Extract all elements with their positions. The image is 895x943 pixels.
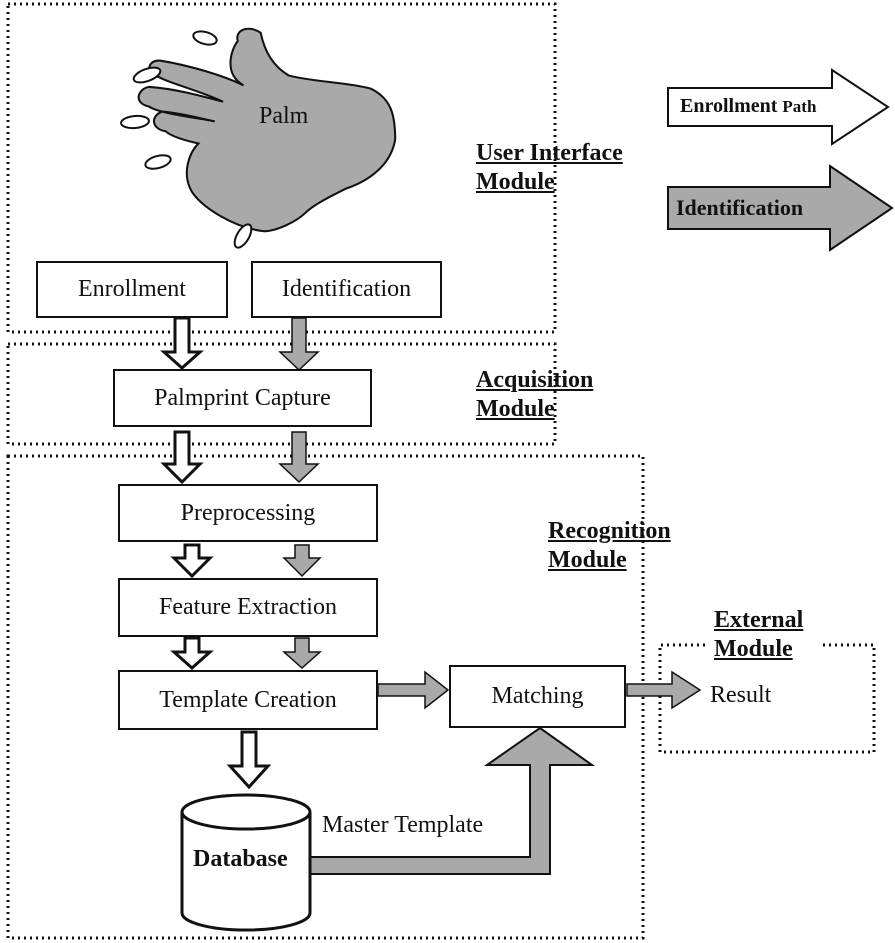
master-template-arrow <box>304 726 596 875</box>
acquisition-module-border <box>6 342 557 446</box>
legend-enrollment-label: Enrollment Path <box>680 95 816 118</box>
legend-identification-arrow <box>667 164 894 252</box>
identification-path-arrows <box>278 317 322 670</box>
legend-enrollment-arrow <box>667 68 890 146</box>
master-template-label: Master Template <box>322 812 484 838</box>
legend-identification-label: Identification <box>676 195 804 220</box>
external-module-border <box>658 643 876 754</box>
feature-extraction-box: Feature Extraction <box>118 578 378 637</box>
enrollment-path-arrows <box>160 316 272 790</box>
legend-enrollment-text: Enrollment <box>680 95 778 117</box>
database-icon <box>180 793 312 932</box>
template-creation-box: Template Creation <box>118 670 378 730</box>
user-interface-module-label: User Interface Module <box>476 140 623 195</box>
template-to-matching-arrow <box>377 670 450 710</box>
matching-to-result-arrow <box>626 670 702 710</box>
database-label: Database <box>193 846 288 872</box>
recognition-module-label: Recognition Module <box>548 518 671 573</box>
preprocessing-box: Preprocessing <box>118 484 378 542</box>
enrollment-box: Enrollment <box>36 261 228 318</box>
matching-box: Matching <box>449 665 626 728</box>
external-module-label: External Module <box>714 607 804 662</box>
identification-box: Identification <box>251 261 442 318</box>
palm-label: Palm <box>259 103 309 129</box>
user-interface-module-border <box>6 2 557 334</box>
palm-hand-icon <box>120 27 397 249</box>
acquisition-module-label: Acquisition Module <box>476 367 594 422</box>
recognition-module-border <box>6 454 645 940</box>
legend-enrollment-suffix: Path <box>782 97 817 116</box>
palmprint-capture-box: Palmprint Capture <box>113 369 372 427</box>
result-label: Result <box>710 682 772 708</box>
